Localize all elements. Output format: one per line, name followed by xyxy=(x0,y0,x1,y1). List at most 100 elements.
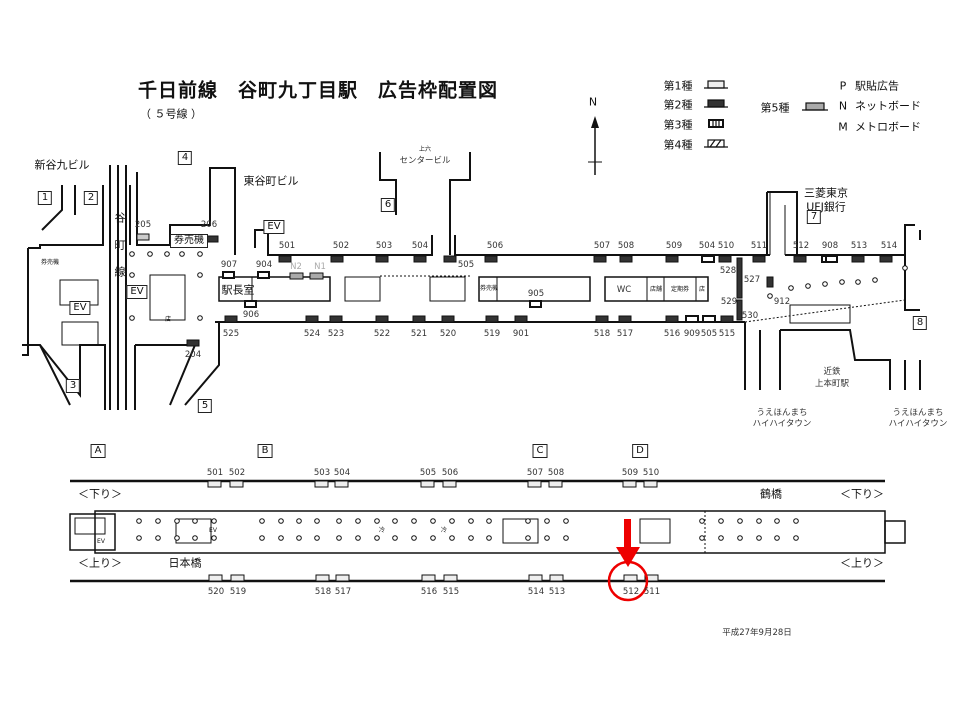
legend-code-n: N xyxy=(838,99,848,113)
legend-label-n: ネットボード xyxy=(855,99,921,113)
building-label: UFJ銀行 xyxy=(806,200,846,214)
pillar xyxy=(392,518,398,524)
elevator: EV xyxy=(209,527,217,534)
pillar xyxy=(774,535,780,541)
platform-ad-marker xyxy=(623,574,638,582)
ad-label: 907 xyxy=(220,259,238,270)
pillar xyxy=(211,535,217,541)
pillar xyxy=(699,535,705,541)
pillar xyxy=(336,518,342,524)
ad-label: 908 xyxy=(821,240,839,251)
platform-ad-marker xyxy=(334,480,349,488)
ad-marker xyxy=(485,315,499,323)
pillar xyxy=(486,535,492,541)
platform-ad-marker xyxy=(420,480,435,488)
page-title: 千日前線 谷町九丁目駅 広告枠配置図 xyxy=(138,79,499,102)
platform-ad-label: 520 xyxy=(207,586,225,597)
ad-label: 522 xyxy=(373,328,391,339)
pillar xyxy=(872,277,878,283)
ad-marker xyxy=(257,271,270,279)
ad-marker xyxy=(701,255,715,263)
pillar xyxy=(192,518,198,524)
legend-type2: 第2種 xyxy=(663,98,693,112)
highlight-marker xyxy=(607,519,649,602)
room-label: 定期券 xyxy=(670,286,690,293)
ad-label: 523 xyxy=(327,328,345,339)
platform-ad-marker xyxy=(230,574,245,582)
platform-ad-marker xyxy=(549,574,564,582)
ad-marker xyxy=(766,276,774,288)
section-c: C xyxy=(532,444,548,458)
ad-marker xyxy=(793,255,807,263)
ad-label: 206 xyxy=(200,219,218,230)
platform-ad-marker xyxy=(335,574,350,582)
room-label: 店 xyxy=(698,286,706,293)
pillar xyxy=(374,535,380,541)
pillar xyxy=(355,518,361,524)
ad-marker xyxy=(244,300,257,308)
pillar xyxy=(155,518,161,524)
pillar xyxy=(788,285,794,291)
ad-marker xyxy=(186,339,200,347)
pillar xyxy=(411,535,417,541)
pillar xyxy=(449,535,455,541)
pillar xyxy=(839,279,845,285)
pillar xyxy=(430,535,436,541)
pillar xyxy=(259,518,265,524)
ad-label: 530 xyxy=(741,310,759,321)
ad-marker xyxy=(443,255,457,263)
platform-ad-marker xyxy=(527,480,542,488)
legend-type5: 第5種 xyxy=(760,101,790,115)
room-label: 店 xyxy=(164,316,172,323)
ad-marker xyxy=(702,315,716,323)
ad-label: 502 xyxy=(332,240,350,251)
pillar xyxy=(699,518,705,524)
ad-label: 529 xyxy=(720,296,738,307)
ad-label: 524 xyxy=(303,328,321,339)
ad-label: 909 xyxy=(683,328,701,339)
ad-label: 505 xyxy=(700,328,718,339)
pillar xyxy=(197,272,203,278)
ad-marker xyxy=(305,315,319,323)
exit-4: 4 xyxy=(177,151,193,165)
ad-label: 501 xyxy=(278,240,296,251)
ticket-machine: 券売機 xyxy=(479,285,499,292)
exit-2: 2 xyxy=(83,191,99,205)
platform-ad-label: 502 xyxy=(228,467,246,478)
building-label: うえほんまち xyxy=(756,407,808,418)
platform-ad-label: 507 xyxy=(526,467,544,478)
platform-ad-marker xyxy=(421,574,436,582)
compass-label: N xyxy=(588,95,598,109)
platform-ad-label: 516 xyxy=(420,586,438,597)
ad-marker xyxy=(595,315,609,323)
platform-ad-label: 517 xyxy=(334,586,352,597)
building-label: ハイハイタウン xyxy=(888,418,948,429)
platform-ad-label: 518 xyxy=(314,586,332,597)
platform-ad-label: 504 xyxy=(333,467,351,478)
ad-marker xyxy=(720,315,734,323)
ad-marker xyxy=(375,315,389,323)
exit-7: 7 xyxy=(806,210,822,224)
ad-label: 528 xyxy=(719,265,737,276)
ad-label: 508 xyxy=(617,240,635,251)
ad-label: 514 xyxy=(880,240,898,251)
pillar xyxy=(737,535,743,541)
pillar xyxy=(486,518,492,524)
platform-ad-marker xyxy=(644,574,659,582)
ad-marker xyxy=(685,315,699,323)
pillar xyxy=(430,518,436,524)
pillar xyxy=(136,518,142,524)
pillar xyxy=(767,293,773,299)
pillar xyxy=(164,251,170,257)
ad-marker xyxy=(375,255,389,263)
pillar xyxy=(155,535,161,541)
pillar xyxy=(737,518,743,524)
ad-label: 518 xyxy=(593,328,611,339)
pillar xyxy=(756,518,762,524)
ad-marker xyxy=(618,315,632,323)
ad-label: 519 xyxy=(483,328,501,339)
platform-ad-label: 501 xyxy=(206,467,224,478)
ad-label: 507 xyxy=(593,240,611,251)
ad-label: 509 xyxy=(665,240,683,251)
ad-marker xyxy=(329,315,343,323)
